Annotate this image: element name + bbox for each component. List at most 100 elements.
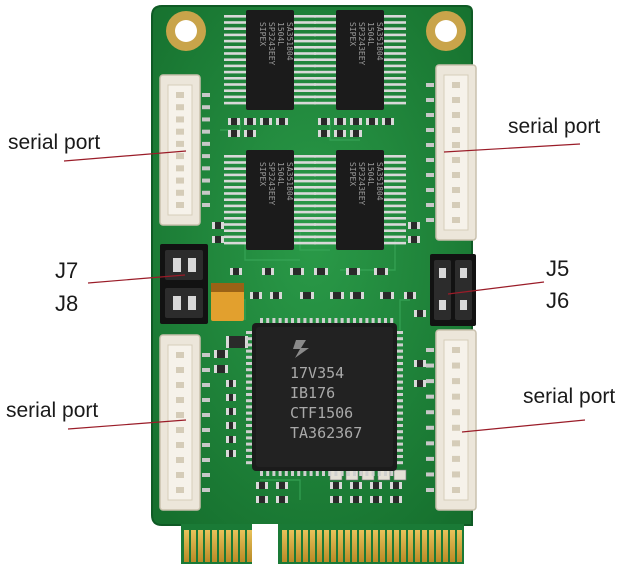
serial-connector-top-right (426, 64, 477, 241)
label-j6: J6 (546, 288, 570, 313)
transceiver-chip-marking: SP3243EEY (267, 22, 276, 66)
smd-part (226, 394, 236, 401)
resistor-array (393, 469, 407, 481)
gold-finger (191, 530, 196, 562)
controller-chip-line-2: IB176 (290, 384, 335, 402)
vendor-logo-mark (293, 340, 309, 358)
transceiver-chip-marking: 1504L (366, 22, 375, 46)
smd-part (226, 436, 236, 443)
pcb-traces (220, 120, 420, 500)
label-serial-port-bottom-left: serial port (6, 399, 99, 422)
controller-chip-line-4: TA362367 (290, 424, 362, 442)
gold-finger (394, 530, 399, 562)
smd-part (334, 130, 346, 137)
smd-part (414, 310, 426, 317)
smd-part (212, 222, 224, 229)
smd-part (404, 292, 416, 299)
smd-part (370, 496, 382, 503)
smd-part (350, 496, 362, 503)
smd-part (244, 118, 256, 125)
gold-finger (408, 530, 413, 562)
leader-line-serial-bottom-left (67, 419, 187, 430)
gold-finger (240, 530, 245, 562)
gold-finger (205, 530, 210, 562)
smd-part (226, 408, 236, 415)
controller-chip-line-3: CTF1506 (290, 404, 353, 422)
transceiver-chip-marking: SA351804 (285, 22, 294, 61)
smd-part (256, 496, 268, 503)
smd-part (408, 236, 420, 243)
smd-part (276, 496, 288, 503)
smd-part (226, 450, 236, 457)
smd-part (270, 292, 282, 299)
smd-part (214, 350, 228, 358)
label-j7: J7 (55, 258, 79, 283)
smd-part (390, 482, 402, 489)
gold-finger (436, 530, 441, 562)
smd-part (380, 292, 394, 299)
leader-line-j7 (87, 274, 186, 284)
smd-part (262, 268, 274, 275)
leader-lines (63, 143, 586, 433)
smd-part (346, 268, 360, 275)
gold-finger (310, 530, 315, 562)
gold-finger (233, 530, 238, 562)
transceiver-chip-marking: SIPEX (348, 162, 357, 186)
gold-finger (422, 530, 427, 562)
smd-part (250, 292, 262, 299)
gold-finger (331, 530, 336, 562)
smd-part (350, 130, 362, 137)
transceiver-chip-marking: SP3243EEY (357, 22, 366, 66)
gold-finger (324, 530, 329, 562)
gold-finger (443, 530, 448, 562)
smd-part (382, 118, 394, 125)
label-j5: J5 (546, 256, 570, 281)
smd-part (366, 118, 378, 125)
smd-part (256, 482, 268, 489)
smd-part (350, 118, 362, 125)
serial-connector-top-left (159, 74, 210, 226)
leader-line-serial-top-right (443, 143, 581, 153)
smd-part (214, 365, 228, 373)
smd-part (276, 482, 288, 489)
controller-chip-line-1: 17V354 (290, 364, 344, 382)
gold-finger (303, 530, 308, 562)
smd-part (226, 336, 248, 348)
tantalum-capacitor (211, 283, 244, 321)
gold-finger (219, 530, 224, 562)
smd-part (314, 268, 328, 275)
gold-finger (317, 530, 322, 562)
gold-finger (366, 530, 371, 562)
gold-finger (352, 530, 357, 562)
smd-part (350, 482, 362, 489)
smd-part (244, 130, 256, 137)
label-serial-port-bottom-right: serial port (523, 385, 616, 408)
smd-part (330, 496, 342, 503)
leader-line-j5 (447, 281, 545, 295)
smd-part (350, 292, 364, 299)
gold-finger (359, 530, 364, 562)
gold-finger (289, 530, 294, 562)
gold-finger (198, 530, 203, 562)
smd-part (228, 130, 240, 137)
transceiver-chip-marking: 1504L (276, 22, 285, 46)
smd-part (228, 118, 240, 125)
transceiver-chip-marking: SIPEX (258, 22, 267, 46)
smd-part (318, 118, 330, 125)
smd-part (334, 118, 346, 125)
smd-part (408, 222, 420, 229)
smd-part (374, 268, 388, 275)
transceiver-chip-marking: SIPEX (258, 162, 267, 186)
gold-finger (457, 530, 462, 562)
gold-finger (401, 530, 406, 562)
smd-part (414, 380, 426, 387)
smd-part (230, 268, 242, 275)
uart-controller-chip: 17V354 IB176 CTF1506 TA362367 (246, 318, 403, 476)
transceiver-chip-marking: SA351804 (285, 162, 294, 201)
gold-finger (429, 530, 434, 562)
